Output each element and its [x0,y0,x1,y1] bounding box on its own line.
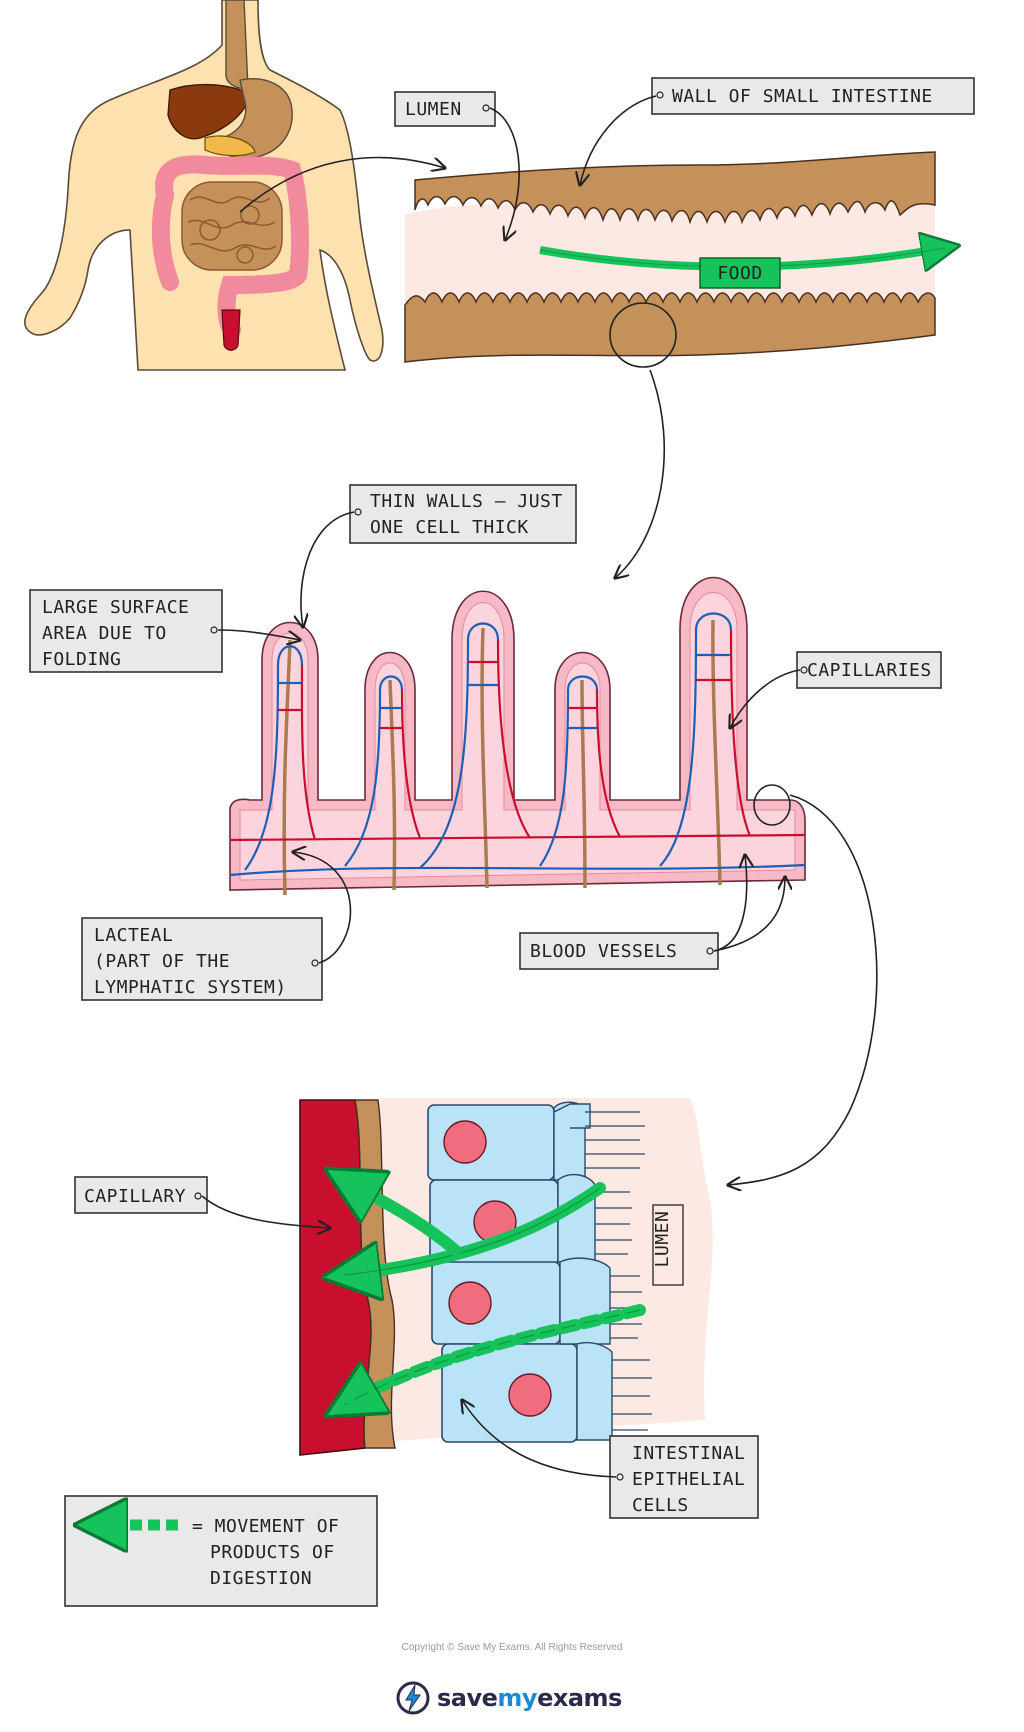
absorption-arrows [345,1180,646,1405]
zoom-circle-villi [609,302,677,368]
blood-vessels-label-box [519,932,719,970]
villi-section [229,576,806,896]
arterioles [229,629,806,842]
lumen-top-label: LUMEN [405,99,462,120]
thin-walls-label-box [349,484,577,544]
lumen-pointer [489,107,520,240]
epithelial-line1: INTESTINAL [632,1443,745,1464]
oesophagus [225,0,249,90]
thin-walls-line2: ONE CELL THICK [370,517,529,538]
wall-label-box [651,77,975,115]
surface-label-box [29,589,223,673]
villi-inner [239,592,796,881]
epithelial-line2: EPITHELIAL [632,1469,745,1490]
microvilli-fingers [585,1111,652,1431]
pancreas [204,135,256,157]
blood-vessels-label: BLOOD VESSELS [530,941,677,962]
epithelium-section: LUMEN [299,1098,713,1456]
legend-line2: PRODUCTS OF [210,1542,335,1563]
capillary-label-box [74,1176,208,1214]
legend-line3: DIGESTION [210,1568,312,1589]
legend: = MOVEMENT OF PRODUCTS OF DIGESTION [64,1495,378,1607]
lacteal-label-box [81,917,323,1001]
lacteal-line2: (PART OF THE [94,951,230,972]
surface-line1: LARGE SURFACE [42,597,189,618]
capillary-pointer [201,1195,330,1228]
wall-pointer [580,95,657,185]
epithelial-line3: CELLS [632,1495,689,1516]
intestine-section: FOOD [404,151,945,368]
capillary-links [278,653,731,730]
blood-vessels-pointer-2 [713,877,785,952]
epithelial-label-box [609,1435,759,1519]
lumen-side-label: LUMEN [652,1211,673,1268]
surface-pointer [217,629,300,640]
brand-logo[interactable]: savemyexams [395,1678,622,1718]
surface-line3: FOLDING [42,649,121,670]
copyright-text: Copyright © Save My Exams. All Rights Re… [401,1642,623,1653]
lumen-side-box [652,1204,684,1286]
lacteal-line3: LYMPHATIC SYSTEM) [94,977,287,998]
large-intestine [155,155,309,339]
liver [167,83,251,140]
human-torso-illustration [24,0,384,371]
zoom-arrow-villi [615,369,666,578]
nucleus [508,1373,552,1417]
lacteal-pointer [293,852,352,964]
zoom-circle-epithelium [753,784,791,826]
zoom-arrow-torso [239,156,445,213]
food-label: FOOD [717,263,762,284]
surface-line2: AREA DUE TO [42,623,167,644]
capillaries-label: CAPILLARIES [807,660,932,681]
capillary-label: CAPILLARY [84,1186,186,1207]
nucleus [448,1281,492,1325]
capillaries-pointer [730,669,801,728]
brand-name: savemyexams [437,1684,622,1712]
epithelial-pointer [462,1400,617,1478]
intestine-wall-top [414,151,936,225]
thin-walls-pointer [301,511,355,627]
wall-label: WALL OF SMALL INTESTINE [672,86,933,107]
blood-vessels-pointer-1 [713,855,747,952]
venules [229,612,806,877]
lightning-bolt-icon [396,1681,430,1715]
food-label-box [699,257,781,289]
zoom-arrow-cells [728,794,878,1185]
thin-walls-line1: THIN WALLS – JUST [370,491,563,512]
intestine-wall-bottom [404,292,936,363]
legend-line1: = MOVEMENT OF [192,1516,339,1537]
nucleus [443,1120,487,1164]
lumen-label-box [394,91,496,127]
small-intestine-coils [181,181,283,271]
lacteal-line1: LACTEAL [94,925,173,946]
rectum [221,309,241,351]
